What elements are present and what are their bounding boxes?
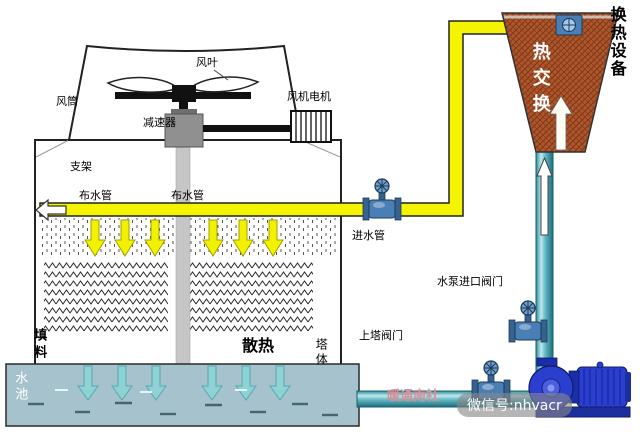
pump-inlet-valve-label: 水泵进口阀门 [437,275,503,288]
tower-valve-label: 上塔阀门 [359,329,403,342]
fan-blade-leader-line [213,69,229,81]
exchanger-inlet-flange-valve [555,14,583,36]
pool-ripples-dark [28,401,338,417]
riser-flow-arrow [536,156,553,236]
distribution-pipe-label-right: 布水管 [171,189,204,202]
fan-hub [172,85,196,102]
water-pool-basin [5,363,360,427]
water-pool-label: 水池 [12,371,28,403]
reducer-top [171,109,197,116]
heat-exchanger-body [501,12,619,153]
reducer-gearbox [164,113,204,148]
fill-material-label: 填料 [31,328,47,362]
fan-duct-label: 风筒 [56,95,78,108]
heat-exchanger-flow-arrow [549,95,573,151]
spray-arrows [84,219,284,257]
pool-ripples-light [55,389,247,393]
inlet-pipe-valve [362,178,402,221]
support-strut-left [35,139,70,158]
fan-motor-coils [295,111,327,142]
watermark-wechat: 微信号:nhvacr [457,393,572,417]
water-pump [528,357,631,418]
watermark-brand: 暖通南社 [387,389,440,404]
flow-arrow-into-tower [35,198,67,222]
fan-motor-label: 风机电机 [287,90,331,103]
heat-dissipation-label: 散热 [242,336,275,355]
support-frame-label: 支架 [70,160,92,173]
fill-pack-left [44,262,168,332]
reducer-label: 减速器 [143,116,176,129]
fan-shaft-column [175,146,191,388]
motor-drive-bar [203,125,292,132]
tower-body-label: 塔体 [314,338,329,368]
distribution-pipe-label-left: 布水管 [79,189,112,202]
fill-pack-right [181,262,313,332]
heat-exchange-equipment-label: 换热设备 [607,6,627,78]
heat-exchange-label: 热交换 [529,42,551,120]
fan-blade-label: 风叶 [196,56,218,69]
inlet-pipe-label: 进水管 [352,229,385,242]
